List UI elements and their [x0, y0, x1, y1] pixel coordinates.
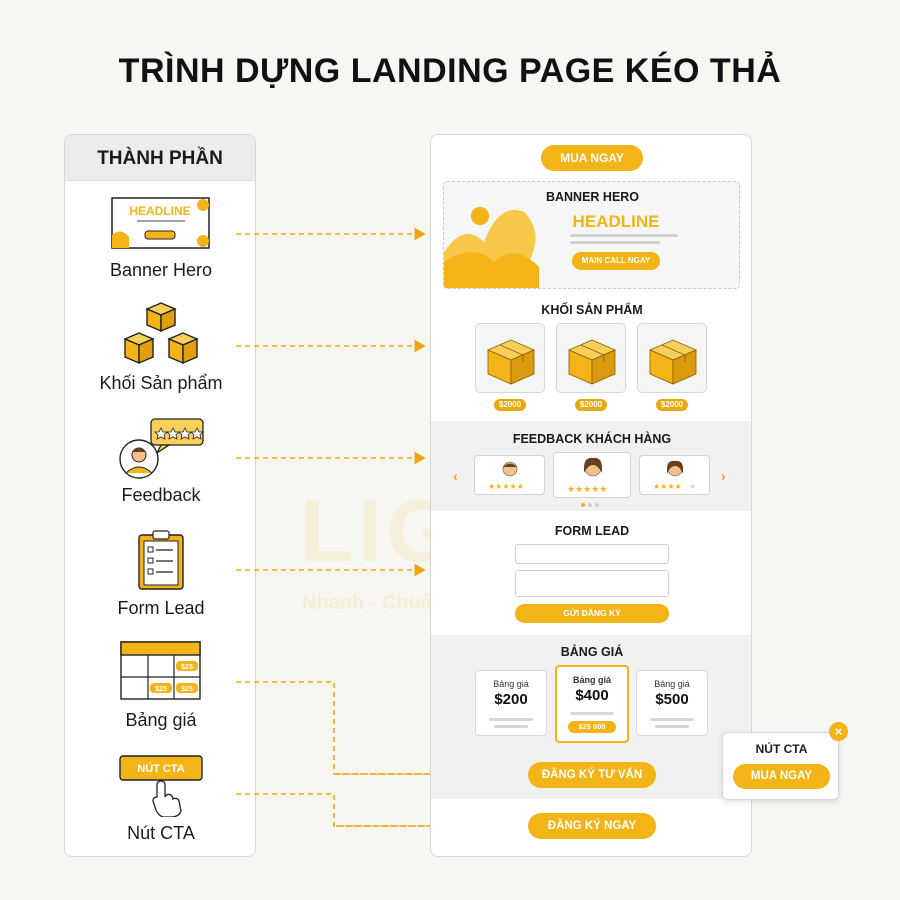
pricing-icon-price: $25 — [181, 686, 193, 693]
svg-text:★: ★ — [689, 482, 696, 491]
product-box-icon — [486, 339, 536, 385]
chevron-left-icon[interactable]: ‹ — [453, 468, 458, 484]
hero-title: BANNER HERO — [545, 190, 640, 204]
popup-title: NÚT CTA — [755, 742, 808, 756]
product-price: $2000 — [575, 399, 607, 411]
product-boxes-icon[interactable] — [121, 301, 203, 367]
pricing-text-line — [570, 712, 614, 715]
landing-canvas: MUA NGAY BANNER HERO HEADLINE MAIN CALL … — [430, 134, 752, 857]
pricing-plan-label: Bảng giá — [572, 675, 611, 685]
svg-text:★★★★: ★★★★ — [653, 482, 682, 491]
component-products-label[interactable]: Khối Sản phẩm — [99, 373, 223, 393]
banner-hero-icon-text: HEADLINE — [129, 204, 190, 218]
hero-block[interactable]: BANNER HERO HEADLINE MAIN CALL NGAY — [443, 181, 740, 289]
pricing-text-line — [489, 718, 533, 721]
product-card[interactable] — [556, 323, 626, 393]
consult-register-button[interactable]: ĐĂNG KÝ TƯ VẤN — [528, 762, 656, 788]
pricing-icon-price: $25 — [181, 664, 193, 671]
feedback-card[interactable]: ★★★★★ — [639, 455, 710, 495]
component-cta-label[interactable]: Nút CTA — [127, 823, 195, 843]
component-banner-hero-label[interactable]: Banner Hero — [109, 260, 213, 280]
pricing-plan-label: Bảng giá — [654, 679, 690, 689]
register-now-button[interactable]: ĐĂNG KÝ NGAY — [528, 813, 656, 839]
product-box-icon — [648, 339, 698, 385]
pricing-text-line — [494, 725, 528, 728]
product-card[interactable] — [637, 323, 707, 393]
pricing-featured-badge: $25 000 — [568, 721, 616, 733]
pricing-title: BẢNG GIÁ — [560, 645, 624, 659]
pricing-card-featured[interactable]: Bảng giá $400 $25 000 — [555, 665, 629, 743]
customer-avatar-icon: ★★★★★ — [653, 460, 696, 491]
lead-input-message[interactable] — [515, 570, 669, 597]
pricing-plan-price: $200 — [494, 691, 528, 708]
pricing-text-line — [655, 725, 689, 728]
svg-text:★★★★★: ★★★★★ — [567, 485, 607, 495]
pricing-plan-price: $500 — [655, 691, 689, 708]
feedback-card[interactable]: ★★★★★ — [474, 455, 545, 495]
product-price: $2000 — [494, 399, 526, 411]
pricing-plan-label: Bảng giá — [493, 679, 529, 689]
form-title: FORM LEAD — [554, 524, 630, 538]
chevron-right-icon[interactable]: › — [721, 468, 726, 484]
drag-arrows — [236, 227, 434, 827]
hero-text-line — [570, 234, 678, 237]
top-buy-button[interactable]: MUA NGAY — [541, 145, 643, 171]
pricing-icon-price: $25 — [155, 686, 167, 693]
customer-avatar-icon: ★★★★★ — [488, 461, 524, 491]
cta-popup: NÚT CTA MUA NGAY — [722, 732, 839, 800]
carousel-dots[interactable] — [579, 502, 603, 508]
close-icon[interactable]: × — [829, 722, 848, 741]
page-title: TRÌNH DỰNG LANDING PAGE KÉO THẢ — [118, 52, 782, 90]
component-pricing-label[interactable]: Bảng giá — [125, 710, 197, 730]
clipboard-form-icon[interactable] — [137, 529, 185, 591]
svg-text:★★★★★: ★★★★★ — [488, 482, 524, 491]
component-feedback-label[interactable]: Feedback — [121, 485, 201, 505]
hero-text-line — [570, 241, 660, 244]
hero-image-icon — [444, 207, 539, 288]
cta-icon-text: NÚT CTA — [137, 762, 185, 775]
banner-hero-icon[interactable]: HEADLINE — [111, 197, 211, 251]
products-title: KHỐI SẢN PHẨM — [541, 303, 643, 317]
pricing-plan-price: $400 — [575, 687, 609, 704]
pricing-card[interactable]: Bảng giá $200 — [475, 670, 547, 736]
product-box-icon — [567, 339, 617, 385]
components-heading: THÀNH PHẦN — [65, 135, 255, 181]
component-form-label[interactable]: Form Lead — [117, 598, 205, 618]
product-price: $2000 — [656, 399, 688, 411]
feedback-title: FEEDBACK KHÁCH HÀNG — [512, 432, 672, 446]
cta-button-icon[interactable]: NÚT CTA — [119, 755, 205, 817]
feedback-card-featured[interactable]: ★★★★★ — [553, 452, 631, 498]
lead-input-name[interactable] — [515, 544, 669, 564]
hero-cta-button[interactable]: MAIN CALL NGAY — [572, 252, 660, 270]
customer-avatar-icon: ★★★★★ — [567, 457, 607, 495]
product-card[interactable] — [475, 323, 545, 393]
components-panel: THÀNH PHẦN HEADLINE Banner Hero Khối Sản… — [64, 134, 256, 857]
feedback-icon[interactable] — [117, 417, 209, 479]
pricing-text-line — [650, 718, 694, 721]
pricing-table-icon[interactable]: $25 $25 $25 — [120, 641, 202, 701]
hero-headline: HEADLINE — [572, 212, 660, 231]
form-submit-button[interactable]: GỬI ĐĂNG KÝ — [515, 604, 669, 623]
pricing-card[interactable]: Bảng giá $500 — [636, 670, 708, 736]
popup-buy-button[interactable]: MUA NGAY — [733, 764, 830, 789]
